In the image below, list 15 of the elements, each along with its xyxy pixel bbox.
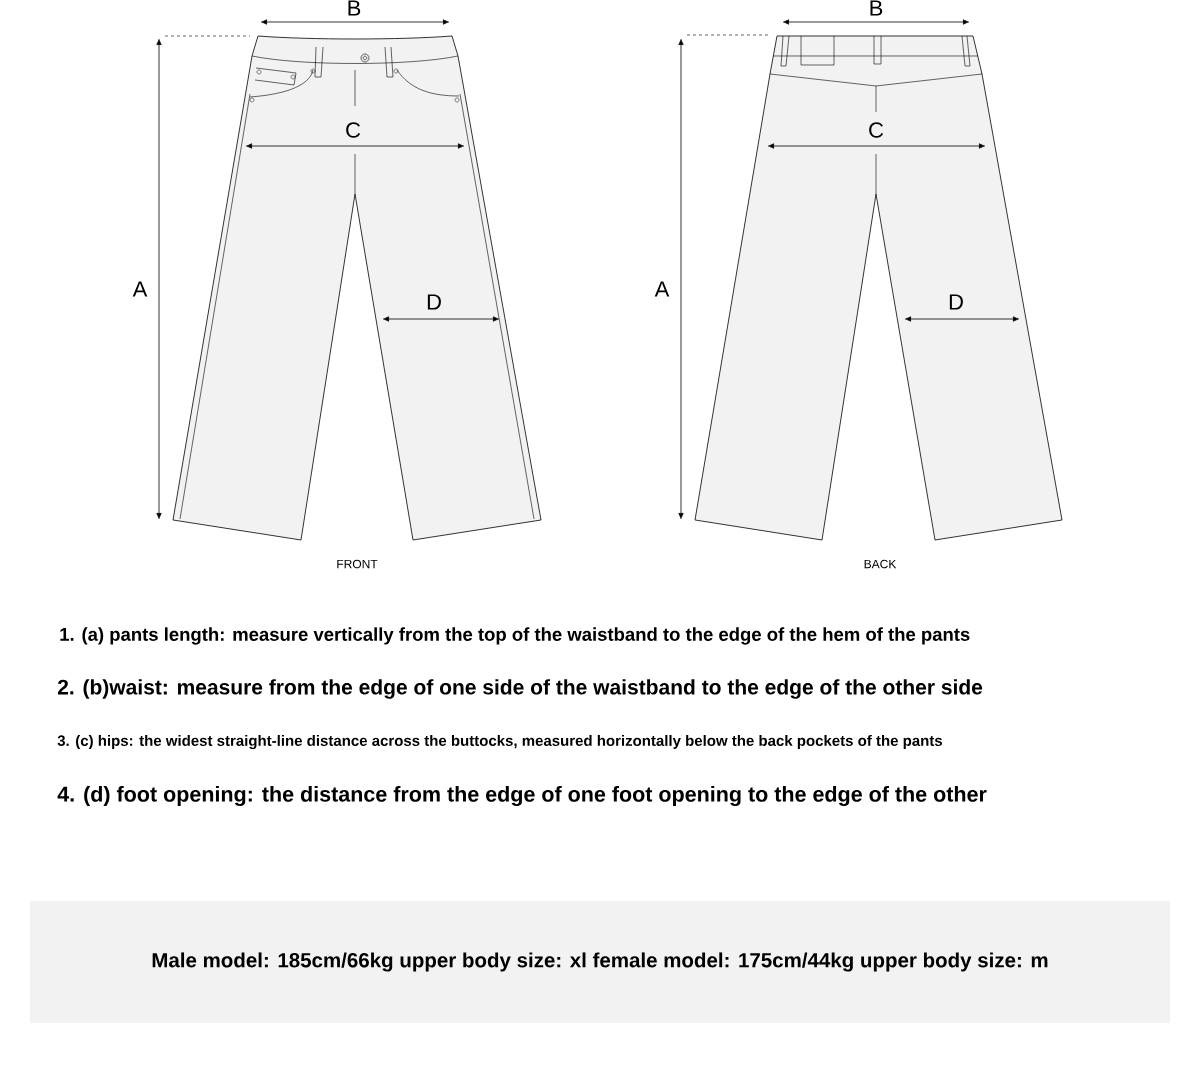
note-text: 4. (d) foot opening: the distance from the edge of one foot opening to the edge of the other [57,785,987,807]
dimension-letter: C [869,122,884,138]
note-text: 1. (a) pants length: measure vertically from the top of the waistband to the edge of the hem of the pants [60,627,970,645]
dimension-letter: A [654,281,670,297]
view-caption: FRONT [337,559,378,569]
dimension-letter: A [132,281,148,297]
dimension-letter: D [427,294,441,310]
dimension-letter: B [870,0,883,16]
dimension-letter: D [949,294,963,310]
note-text: 2. (b)waist: measure from the edge of one side of the waistband to the edge of the other side [57,679,983,699]
dimension-letter: C [346,122,361,138]
note-text: 3. (c) hips: the widest straight-line distance across the buttocks, measured horizontally below the back pockets of the pants [57,735,943,750]
view-caption: BACK [864,559,897,569]
model-info-band: Male model: 185cm/66kg upper body size: xl female model: 175cm/44kg upper body size: m [30,901,1170,1023]
dimension-letter: B [348,0,361,16]
